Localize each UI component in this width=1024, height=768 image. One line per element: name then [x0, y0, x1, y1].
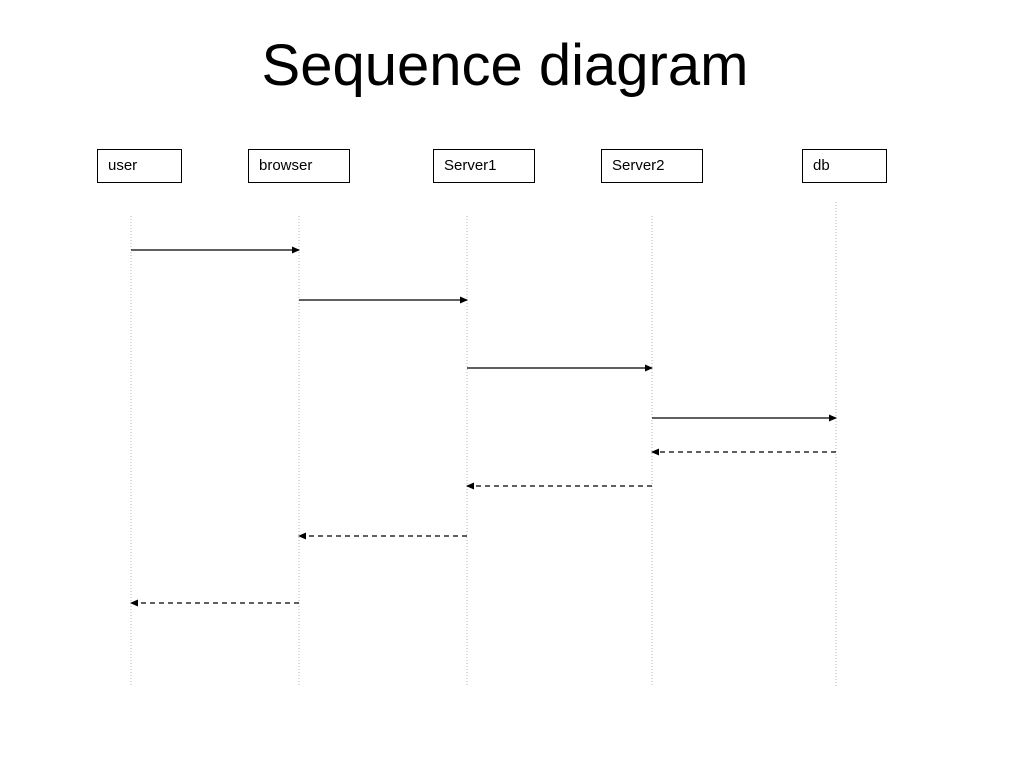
participant-server1-box: Server1	[433, 149, 535, 183]
slide-title: Sequence diagram	[261, 33, 749, 98]
participant-user-box: user	[97, 149, 182, 183]
participant-db-box: db	[802, 149, 887, 183]
participant-browser-box: browser	[248, 149, 350, 183]
participant-server2-box: Server2	[601, 149, 703, 183]
